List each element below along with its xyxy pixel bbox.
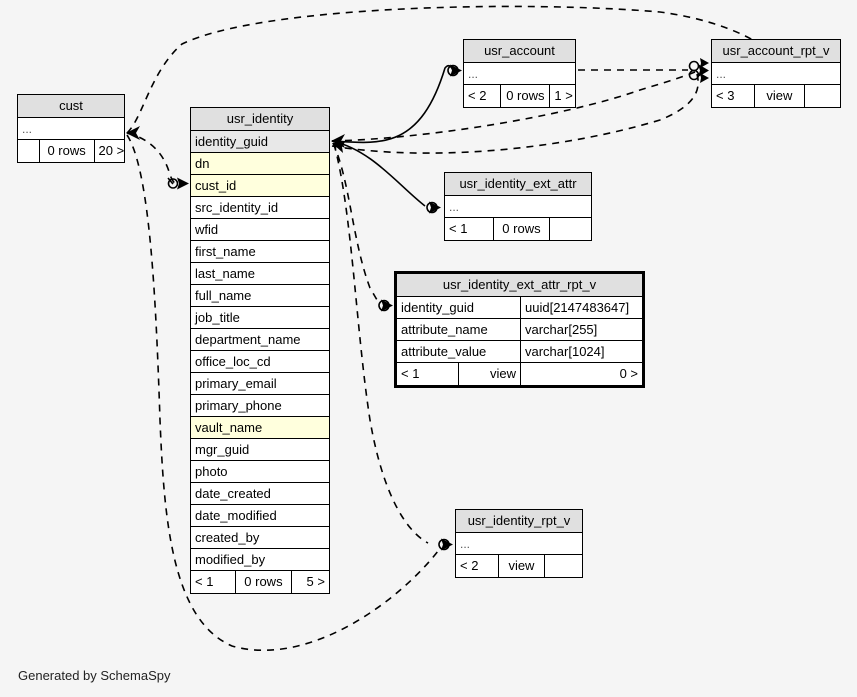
column-mgr-guid[interactable]: mgr_guid (191, 439, 329, 461)
column-cust-id[interactable]: cust_id (191, 175, 329, 197)
table-cust-footer-rows: 0 rows (40, 140, 95, 162)
column-rptv-attribute-name-name: attribute_name (397, 319, 521, 340)
column-dn[interactable]: dn (191, 153, 329, 175)
table-usr-account-ellipsis: ... (464, 63, 575, 85)
table-usr-account[interactable]: usr_account ... < 2 0 rows 1 > (463, 39, 576, 108)
table-usr-identity-footer-rows: 0 rows (236, 571, 292, 593)
table-cust-footer-left[interactable] (18, 140, 40, 162)
column-job-title[interactable]: job_title (191, 307, 329, 329)
column-primary-phone[interactable]: primary_phone (191, 395, 329, 417)
column-rptv-identity-guid-type: uuid[2147483647] (525, 300, 630, 315)
column-rptv-attribute-value[interactable]: attribute_value varchar[1024] (397, 341, 642, 363)
table-usr-account-rpt-v-title: usr_account_rpt_v (712, 40, 840, 63)
column-created-by[interactable]: created_by (191, 527, 329, 549)
table-usr-identity-rpt-v-footer-left[interactable]: < 2 (456, 555, 500, 577)
column-department-name[interactable]: department_name (191, 329, 329, 351)
column-last-name[interactable]: last_name (191, 263, 329, 285)
table-usr-identity[interactable]: usr_identity identity_guid dn cust_id sr… (190, 107, 330, 594)
table-usr-identity-footer-right[interactable]: 5 > (306, 574, 325, 589)
column-office-loc-cd[interactable]: office_loc_cd (191, 351, 329, 373)
table-usr-identity-ext-attr-rpt-v-footer-type: view (459, 363, 521, 385)
edge-usr_identity-usr_identity_ext_attr_rpt_v (332, 142, 381, 305)
column-photo[interactable]: photo (191, 461, 329, 483)
table-cust-title: cust (18, 95, 124, 118)
table-usr-identity-ext-attr-rpt-v-footer-left[interactable]: < 1 (397, 363, 459, 385)
table-usr-identity-rpt-v-ellipsis: ... (456, 533, 582, 555)
table-usr-account-rpt-v-footer: < 3 view (712, 85, 840, 107)
table-usr-identity-ext-attr[interactable]: usr_identity_ext_attr ... < 1 0 rows (444, 172, 592, 241)
table-usr-identity-ext-attr-footer-rows: 0 rows (494, 218, 550, 240)
column-rptv-attribute-value-name: attribute_value (397, 341, 521, 362)
marker-cust-right (126, 126, 140, 140)
column-first-name[interactable]: first_name (191, 241, 329, 263)
table-usr-account-title: usr_account (464, 40, 575, 63)
table-usr-account-footer-right[interactable]: 1 > (554, 88, 573, 103)
column-vault-name[interactable]: vault_name (191, 417, 329, 439)
edge-usr_identity-usr_account (331, 64, 456, 144)
table-usr-account-rpt-v-ellipsis: ... (712, 63, 840, 85)
table-cust-footer-right[interactable]: 20 > (98, 143, 125, 158)
table-usr-account-footer-rows: 0 rows (501, 85, 551, 107)
table-usr-identity-title: usr_identity (191, 108, 329, 131)
column-rptv-attribute-value-type: varchar[1024] (525, 344, 605, 359)
column-rptv-identity-guid-name: identity_guid (397, 297, 521, 318)
column-src-identity-id[interactable]: src_identity_id (191, 197, 329, 219)
column-identity-guid[interactable]: identity_guid (191, 131, 329, 153)
column-wfid[interactable]: wfid (191, 219, 329, 241)
table-usr-identity-ext-attr-ellipsis: ... (445, 196, 591, 218)
marker-usr_identity-right (331, 134, 345, 153)
table-usr-identity-ext-attr-footer: < 1 0 rows (445, 218, 591, 240)
edge-cust-usr_identity-a (126, 132, 177, 185)
generated-by-credit: Generated by SchemaSpy (18, 668, 171, 683)
table-usr-identity-ext-attr-footer-right (550, 218, 591, 240)
table-usr-identity-rpt-v-footer-type: view (499, 555, 545, 577)
table-usr-account-footer: < 2 0 rows 1 > (464, 85, 575, 107)
table-cust[interactable]: cust ... 0 rows 20 > (17, 94, 125, 163)
column-date-created[interactable]: date_created (191, 483, 329, 505)
table-usr-identity-rpt-v[interactable]: usr_identity_rpt_v ... < 2 view (455, 509, 583, 578)
marker-usr_identity_ext_attr-left (426, 201, 441, 214)
column-rptv-identity-guid[interactable]: identity_guid uuid[2147483647] (397, 297, 642, 319)
table-usr-identity-ext-attr-footer-left[interactable]: < 1 (445, 218, 495, 240)
table-usr-identity-ext-attr-rpt-v-title: usr_identity_ext_attr_rpt_v (397, 274, 642, 297)
table-usr-account-rpt-v-footer-left[interactable]: < 3 (712, 85, 756, 107)
column-modified-by[interactable]: modified_by (191, 549, 329, 571)
marker-usr_account_rpt_v-left (688, 58, 709, 83)
column-rptv-attribute-name[interactable]: attribute_name varchar[255] (397, 319, 642, 341)
table-usr-identity-ext-attr-rpt-v[interactable]: usr_identity_ext_attr_rpt_v identity_gui… (394, 271, 645, 388)
table-usr-identity-ext-attr-title: usr_identity_ext_attr (445, 173, 591, 196)
table-cust-ellipsis: ... (18, 118, 124, 140)
table-usr-identity-rpt-v-title: usr_identity_rpt_v (456, 510, 582, 533)
marker-usr_identity_ext_attr_rpt_v-left (378, 299, 393, 312)
table-usr-identity-ext-attr-rpt-v-footer-right[interactable]: 0 > (619, 366, 638, 381)
table-usr-account-rpt-v-footer-type: view (755, 85, 805, 107)
column-date-modified[interactable]: date_modified (191, 505, 329, 527)
table-usr-account-footer-left[interactable]: < 2 (464, 85, 502, 107)
table-cust-footer: 0 rows 20 > (18, 140, 124, 162)
table-usr-identity-rpt-v-footer: < 2 view (456, 555, 582, 577)
marker-usr_account-left (447, 64, 462, 77)
column-rptv-attribute-name-type: varchar[255] (525, 322, 598, 337)
table-usr-account-rpt-v-footer-right (805, 85, 840, 107)
table-usr-identity-ext-attr-rpt-v-footer: < 1 view 0 > (397, 363, 642, 385)
table-usr-account-rpt-v[interactable]: usr_account_rpt_v ... < 3 view (711, 39, 841, 108)
column-full-name[interactable]: full_name (191, 285, 329, 307)
edge-usr_identity-usr_identity_ext_attr (331, 140, 426, 207)
column-primary-email[interactable]: primary_email (191, 373, 329, 395)
marker-usr_identity-cust_id (167, 177, 189, 190)
table-usr-identity-footer: < 1 0 rows 5 > (191, 571, 329, 593)
table-usr-identity-footer-left[interactable]: < 1 (191, 571, 237, 593)
table-usr-identity-rpt-v-footer-right (545, 555, 582, 577)
marker-usr_identity_rpt_v-left (438, 538, 453, 551)
